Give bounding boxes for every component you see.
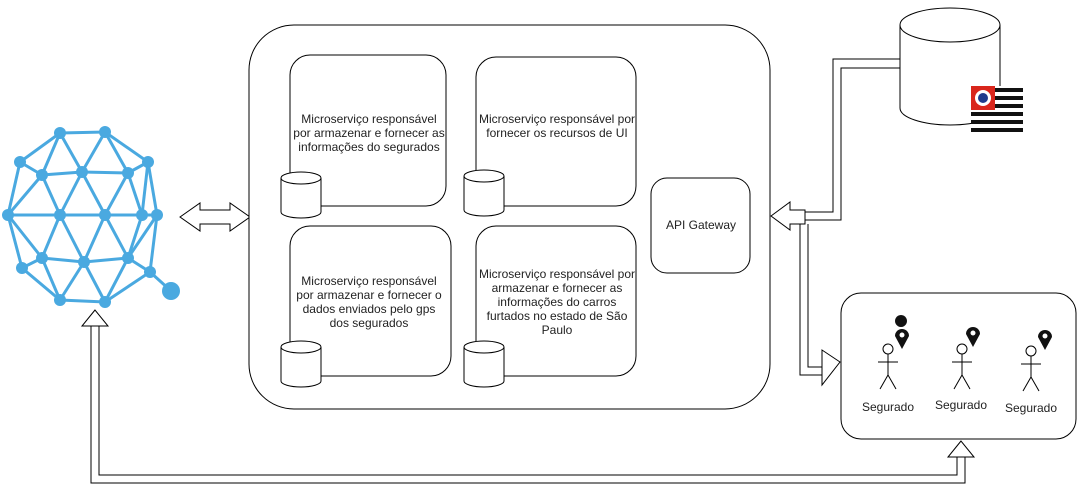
map-pin-icon xyxy=(1038,330,1052,350)
segurado-container xyxy=(840,292,1077,440)
segurado-arrow xyxy=(821,349,841,387)
microservice-box-1 xyxy=(289,54,447,207)
microservice-2-label: Microserviço responsável por fornecer os… xyxy=(478,112,636,140)
sao-paulo-flag-icon xyxy=(971,86,1023,136)
database-icon xyxy=(280,171,322,219)
api-gateway-box xyxy=(650,177,751,274)
database-icon xyxy=(899,7,1001,126)
map-pin-icon xyxy=(966,327,980,347)
segurado-label-3: Segurado xyxy=(1004,401,1058,415)
microservice-1-label: Microserviço responsável por armazenar e… xyxy=(293,112,445,154)
db-connector xyxy=(800,58,900,221)
database-icon xyxy=(463,169,505,217)
database-icon xyxy=(280,340,322,388)
network-up-arrow xyxy=(80,309,110,327)
microservice-box-2 xyxy=(475,56,637,207)
segurado-up-arrow xyxy=(946,440,976,458)
network-nodes xyxy=(2,126,180,308)
person-icon xyxy=(878,343,898,390)
segurado-connector xyxy=(799,224,822,376)
microservice-4-label: Microserviço responsável por armazenar e… xyxy=(478,267,636,337)
microservice-box-3 xyxy=(289,225,452,377)
api-gateway-label: API Gateway xyxy=(665,218,737,232)
database-icon xyxy=(463,340,505,388)
microservice-3-label: Microserviço responsável por armazenar e… xyxy=(296,274,442,330)
segurado-label-1: Segurado xyxy=(861,400,915,414)
bidirectional-arrow xyxy=(179,202,251,232)
person-icon xyxy=(1021,345,1041,392)
map-pin-icon xyxy=(895,315,909,349)
gateway-arrow xyxy=(770,201,806,231)
bottom-connector xyxy=(90,325,966,484)
person-icon xyxy=(952,343,972,390)
microservice-box-4 xyxy=(475,225,637,377)
segurado-label-2: Segurado xyxy=(934,398,988,412)
